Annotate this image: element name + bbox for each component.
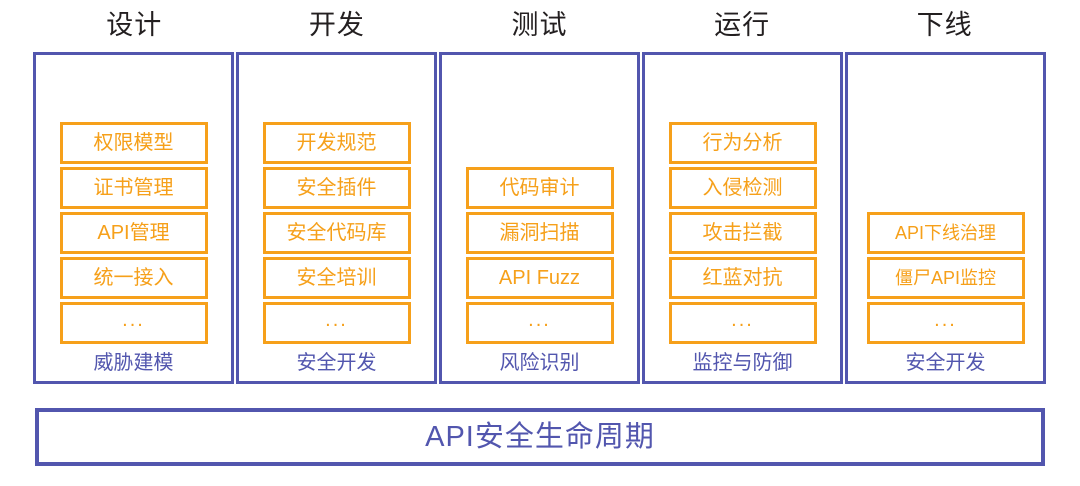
phase-header-test: 测试 xyxy=(511,9,568,40)
phase-header-develop: 开发 xyxy=(308,9,365,40)
item-box[interactable]: 开发规范 xyxy=(262,122,411,164)
item-box[interactable]: 权限模型 xyxy=(59,122,208,164)
column-footer-label: 安全开发 xyxy=(905,352,986,374)
item-box[interactable]: 代码审计 xyxy=(465,167,614,209)
phase-header-offline: 下线 xyxy=(916,9,973,40)
column-footer-label: 风险识别 xyxy=(499,352,580,374)
item-box[interactable]: 证书管理 xyxy=(59,167,208,209)
phase-header-design: 设计 xyxy=(106,9,163,40)
item-stack-develop: 开发规范 安全插件 安全代码库 安全培训 ... xyxy=(239,122,434,347)
item-box[interactable]: 安全插件 xyxy=(262,167,411,209)
item-stack-offline: API下线治理 僵尸API监控 ... xyxy=(848,212,1043,347)
item-box-more[interactable]: ... xyxy=(668,302,817,344)
column-footer-label: 监控与防御 xyxy=(692,352,793,374)
item-box[interactable]: 红蓝对抗 xyxy=(668,257,817,299)
item-box[interactable]: API管理 xyxy=(59,212,208,254)
phase-column-test: 代码审计 漏洞扫描 API Fuzz ... 风险识别 xyxy=(439,52,640,384)
item-box[interactable]: 攻击拦截 xyxy=(668,212,817,254)
item-box[interactable]: 行为分析 xyxy=(668,122,817,164)
item-box[interactable]: 安全培训 xyxy=(262,257,411,299)
item-box-more[interactable]: ... xyxy=(262,302,411,344)
item-stack-run: 行为分析 入侵检测 攻击拦截 红蓝对抗 ... xyxy=(645,122,840,347)
phase-header-run: 运行 xyxy=(714,9,771,40)
item-box[interactable]: API下线治理 xyxy=(866,212,1025,254)
item-box[interactable]: API Fuzz xyxy=(465,257,614,299)
column-footer-label: 安全开发 xyxy=(296,352,377,374)
phase-header-row: 设计 开发 测试 运行 下线 xyxy=(33,0,1046,50)
item-box[interactable]: 统一接入 xyxy=(59,257,208,299)
phase-column-run: 行为分析 入侵检测 攻击拦截 红蓝对抗 ... 监控与防御 xyxy=(642,52,843,384)
item-box-more[interactable]: ... xyxy=(465,302,614,344)
item-box[interactable]: 安全代码库 xyxy=(262,212,411,254)
item-box[interactable]: 僵尸API监控 xyxy=(866,257,1025,299)
item-stack-design: 权限模型 证书管理 API管理 统一接入 ... xyxy=(36,122,231,347)
phase-column-develop: 开发规范 安全插件 安全代码库 安全培训 ... 安全开发 xyxy=(236,52,437,384)
item-box[interactable]: 入侵检测 xyxy=(668,167,817,209)
column-footer-label: 威胁建模 xyxy=(93,352,174,374)
phase-column-offline: API下线治理 僵尸API监控 ... 安全开发 xyxy=(845,52,1046,384)
lifecycle-banner: API安全生命周期 xyxy=(35,408,1045,466)
item-stack-test: 代码审计 漏洞扫描 API Fuzz ... xyxy=(442,167,637,347)
phase-column-design: 权限模型 证书管理 API管理 统一接入 ... 威胁建模 xyxy=(33,52,234,384)
lifecycle-banner-title: API安全生命周期 xyxy=(425,420,655,453)
item-box-more[interactable]: ... xyxy=(59,302,208,344)
item-box-more[interactable]: ... xyxy=(866,302,1025,344)
item-box[interactable]: 漏洞扫描 xyxy=(465,212,614,254)
phase-columns-row: 权限模型 证书管理 API管理 统一接入 ... 威胁建模 开发规范 安全插件 … xyxy=(33,52,1046,384)
